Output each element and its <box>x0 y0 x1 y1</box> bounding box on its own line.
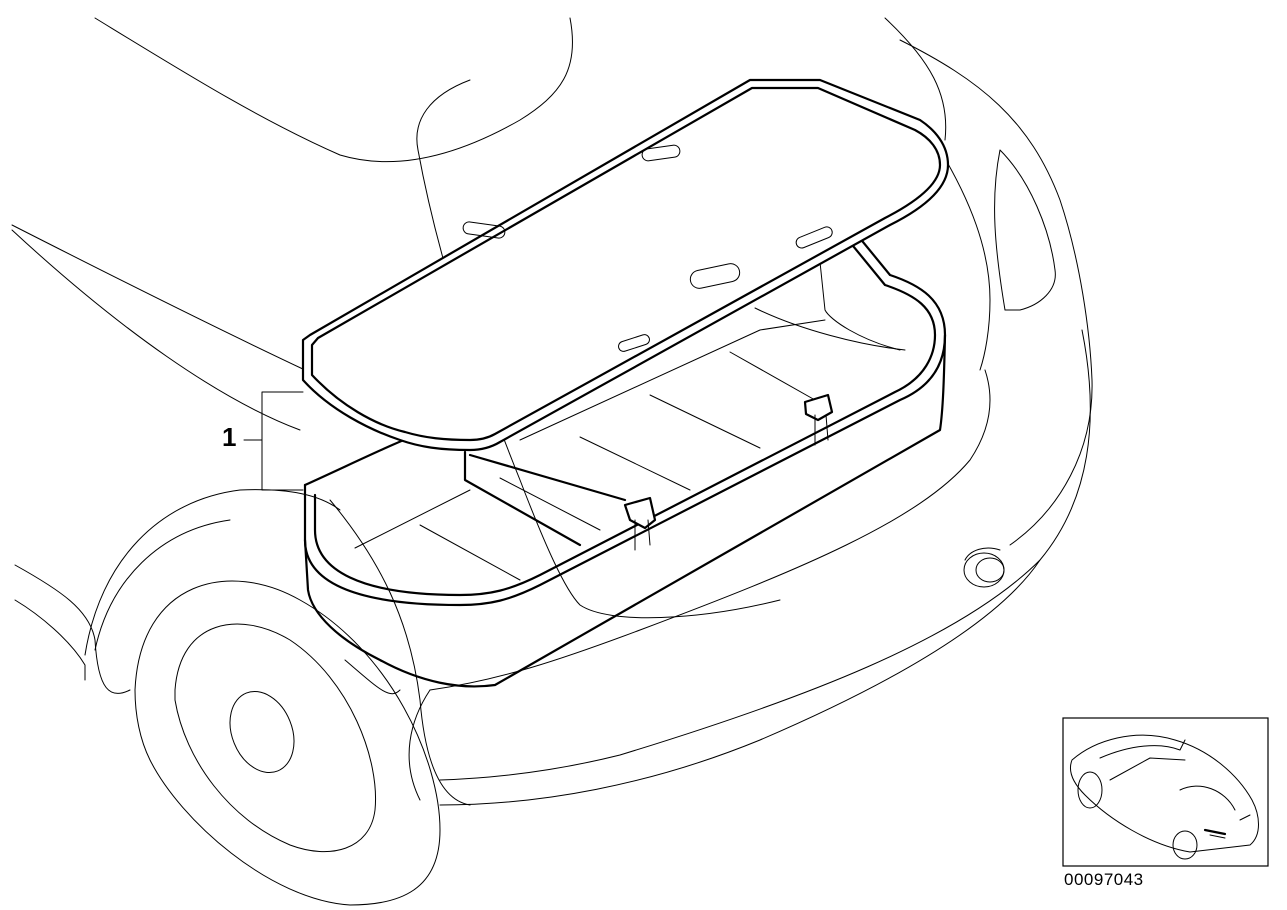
callout-bracket <box>243 391 304 491</box>
inset-thumbnail <box>1062 717 1269 867</box>
storage-tray <box>303 218 947 688</box>
callout-number: 1 <box>222 422 237 452</box>
rear-wheel <box>134 580 441 906</box>
exhaust-pipe <box>963 547 1005 588</box>
tray-lid <box>301 78 950 452</box>
figure-id: 00097043 <box>1064 870 1144 889</box>
car-body-outline <box>11 17 1093 806</box>
